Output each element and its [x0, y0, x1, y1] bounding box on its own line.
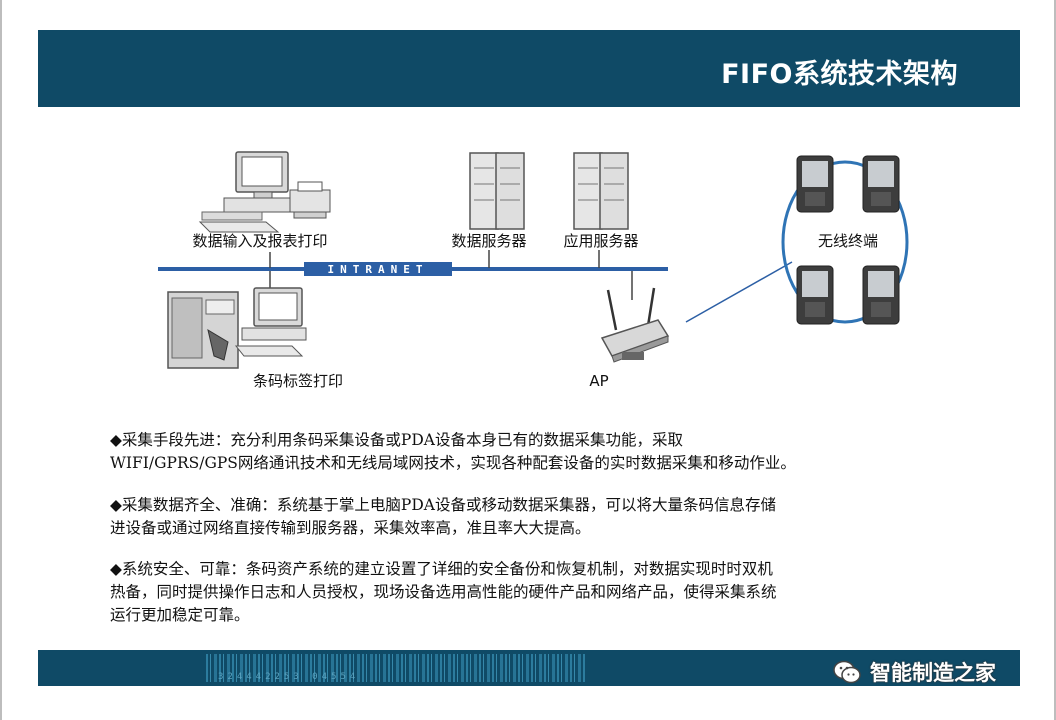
- access-point-icon: [600, 287, 670, 363]
- intranet-network-line: INTRANET: [158, 262, 668, 276]
- pda-icon: [796, 155, 834, 213]
- page-title: FIFO系统技术架构: [721, 59, 958, 90]
- label-ap: AP: [589, 372, 608, 390]
- label-data-entry: 数据输入及报表打印: [192, 232, 327, 250]
- paragraph-collection-method: ◆采集手段先进：充分利用条码采集设备或PDA设备本身已有的数据采集功能，采取 W…: [110, 431, 796, 472]
- workstation-icon: [198, 151, 301, 233]
- pda-icon: [862, 265, 900, 325]
- barcode-digits: 324442253 04554: [218, 672, 360, 682]
- application-server-icon: [573, 152, 629, 230]
- wechat-icon: [833, 660, 861, 684]
- label-app-server: 应用服务器: [563, 232, 638, 250]
- architecture-diagram: INTRANET 数据输入及报表打印: [158, 150, 909, 390]
- intranet-label: INTRANET: [328, 263, 429, 276]
- pda-icon: [796, 265, 834, 325]
- paragraph-system-security: ◆系统安全、可靠：条码资产系统的建立设置了详细的安全备份和恢复机制，对数据实现时…: [110, 560, 777, 624]
- watermark: 智能制造之家: [832, 654, 996, 690]
- label-barcode-print: 条码标签打印: [253, 372, 343, 390]
- paragraph-data-accuracy: ◆采集数据齐全、准确：系统基于掌上电脑PDA设备或移动数据采集器，可以将大量条码…: [110, 496, 776, 537]
- barcode-label-printer-icon: [167, 291, 239, 369]
- header-bar: FIFO系统技术架构: [38, 30, 1020, 107]
- label-workstation-icon: [234, 287, 307, 357]
- label-data-server: 数据服务器: [451, 232, 526, 250]
- data-server-icon: [469, 152, 525, 230]
- wireless-group-circle: [781, 160, 909, 324]
- report-printer-icon: [289, 181, 331, 219]
- label-wireless-terminal: 无线终端: [818, 232, 878, 250]
- pda-icon: [862, 155, 900, 213]
- barcode-graphic: [206, 654, 586, 682]
- watermark-text: 智能制造之家: [870, 661, 996, 685]
